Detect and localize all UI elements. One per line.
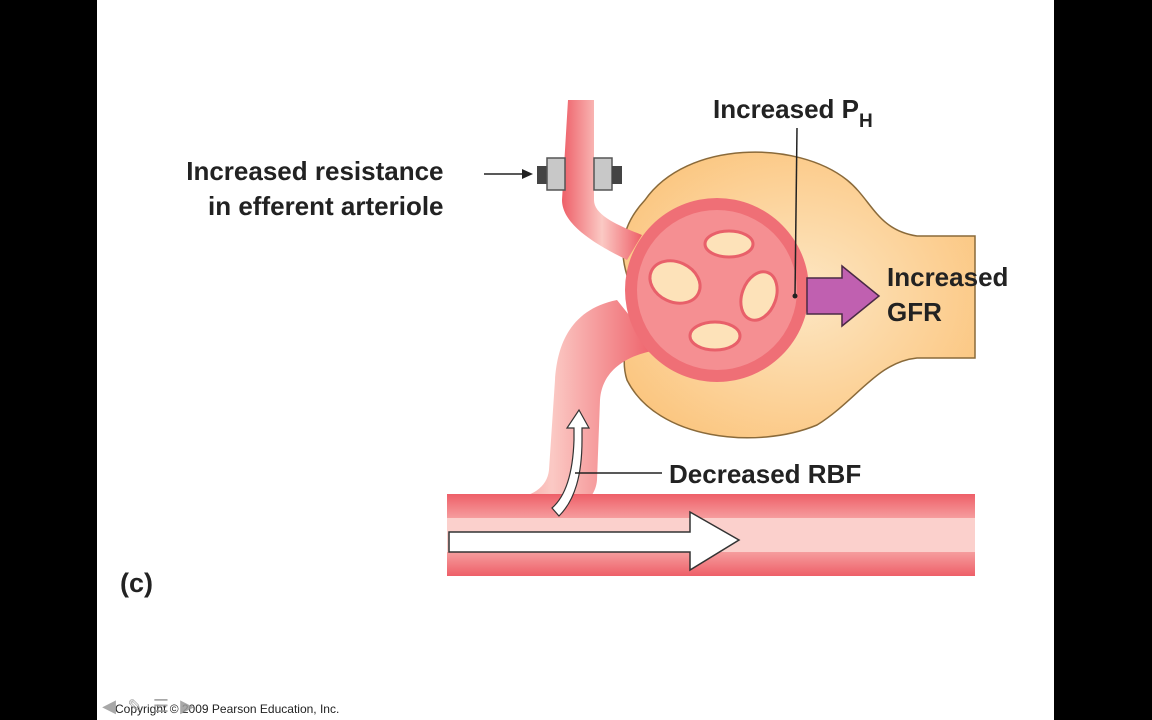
arrow-right-icon[interactable]: ▶ (180, 695, 194, 716)
ph-label-main: Increased P (713, 94, 859, 124)
afferent-arteriole (447, 300, 657, 520)
gfr-label-line2: GFR (887, 297, 942, 327)
resistance-label-line1: Increased resistance (186, 156, 444, 186)
copyright-text: Copyright © 2009 Pearson Education, Inc. (115, 702, 340, 716)
resistance-label: Increased resistance in efferent arterio… (183, 154, 444, 224)
gfr-label: Increased GFR (887, 260, 1008, 330)
rbf-flow-arrow-curved (551, 408, 591, 517)
pen-icon[interactable]: ✎ (127, 695, 143, 716)
slide: Increased resistance in efferent arterio… (97, 0, 1054, 720)
nephron-diagram (447, 100, 976, 576)
ph-label-subscript: H (858, 111, 873, 132)
rbf-label: Decreased RBF (669, 459, 862, 489)
gfr-arrow (806, 264, 881, 328)
gfr-label-line1: Increased (887, 262, 1009, 292)
rbf-flow-arrow-large (448, 510, 741, 572)
glomerulus (625, 198, 809, 382)
efferent-arteriole (562, 100, 642, 260)
ph-label: Increased PH (713, 92, 873, 132)
panel-label: (c) (120, 568, 153, 598)
clamp-icon (537, 157, 622, 191)
resistance-label-line2: in efferent arteriole (208, 191, 444, 221)
menu-icon[interactable]: ☰ (152, 695, 170, 716)
slide-nav: ◀ ✎ ☰ ▶ (97, 694, 199, 720)
arrow-left-icon[interactable]: ◀ (102, 695, 116, 716)
